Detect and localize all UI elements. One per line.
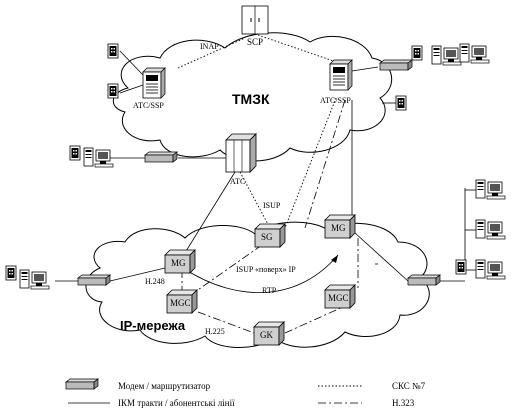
rtp-label: RTP — [262, 286, 277, 295]
phone-icon — [411, 45, 423, 61]
ip-network-label: IP-мережа — [120, 318, 186, 333]
scp-label: SCP — [247, 37, 263, 47]
phone-icon — [395, 95, 407, 111]
h248-label: H.248 — [145, 277, 165, 286]
computer-icon — [83, 147, 114, 168]
legend-sks7-label: СКС №7 — [392, 381, 426, 391]
computer-icon — [431, 45, 462, 66]
ats-ssp-left-node — [142, 67, 166, 99]
mg-left-label: MG — [171, 258, 186, 268]
ats-ssp-right-node — [329, 59, 353, 91]
pstn-cloud — [112, 32, 393, 162]
modem-icon — [144, 151, 178, 163]
mg-right-label: MG — [331, 223, 346, 233]
legend-modem-icon — [65, 378, 99, 390]
phone-icon — [5, 265, 17, 281]
phone-icon — [107, 43, 119, 59]
computer-icon — [19, 269, 50, 290]
ats-ssp-right-label: АТС/SSP — [320, 96, 351, 105]
isup-over-ip-label: ISUP «поверх» IP — [236, 265, 296, 274]
pstn-label: ТМЗК — [232, 91, 270, 107]
mgc-right-label: MGC — [328, 293, 349, 303]
scp-node — [241, 5, 269, 35]
ats-ssp-left-label: АТС/SSP — [133, 101, 164, 110]
ats-label: АТС — [230, 177, 245, 186]
mgc-left-label: MGC — [170, 298, 191, 308]
sg-label: SG — [261, 232, 273, 242]
phone-icon — [455, 259, 467, 275]
modem-icon — [407, 274, 441, 286]
legend-modem-label: Модем / маршрутизатор — [118, 381, 211, 391]
computer-icon — [475, 259, 506, 280]
legend-pcm-label: ІКМ тракти / абонентські лінії — [118, 398, 235, 408]
computer-icon — [475, 179, 506, 200]
modem-icon — [379, 59, 413, 71]
modem-icon — [77, 274, 111, 286]
phone-icon — [107, 83, 119, 99]
ats-node — [225, 133, 257, 173]
phone-icon — [69, 145, 81, 161]
legend-h323-label: H.323 — [392, 398, 415, 408]
h225-label: H.225 — [205, 327, 225, 336]
computer-icon — [459, 43, 490, 64]
inap-label: INAP — [200, 42, 219, 51]
legend: Модем / маршрутизатор ІКМ тракти / абоне… — [65, 378, 426, 408]
isup-label: ISUP — [263, 201, 281, 210]
gk-label: GK — [260, 330, 273, 340]
computer-icon — [475, 219, 506, 240]
